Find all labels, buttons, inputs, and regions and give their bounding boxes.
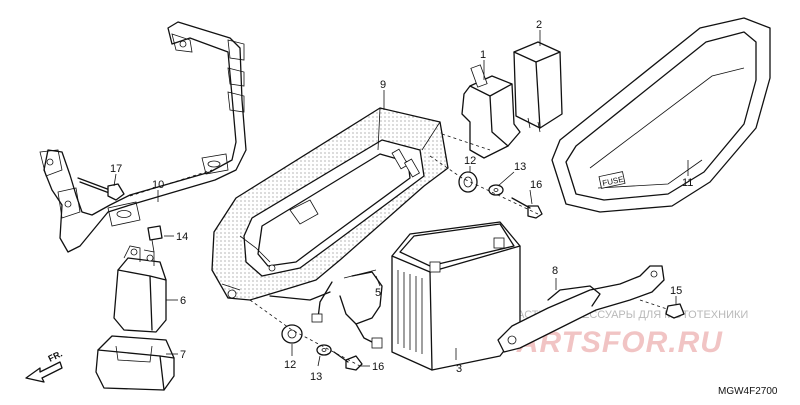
part-12-grommet-upper bbox=[458, 171, 478, 193]
assembly-lines bbox=[129, 133, 677, 367]
callout-13-lower: 13 bbox=[310, 371, 322, 383]
part-13-washer-upper bbox=[488, 184, 504, 196]
callout-7: 7 bbox=[180, 349, 186, 361]
callout-12-upper: 12 bbox=[464, 155, 476, 167]
part-3-battery bbox=[391, 221, 521, 371]
callout-2: 2 bbox=[536, 19, 542, 31]
callout-14: 14 bbox=[176, 231, 188, 243]
part-10-bracket bbox=[39, 21, 247, 253]
front-arrow: FR. bbox=[25, 348, 64, 383]
part-9-fuse-box bbox=[211, 107, 449, 301]
front-arrow-label: FR. bbox=[46, 348, 63, 363]
part-15-bolt bbox=[665, 303, 685, 319]
part-14-screw bbox=[147, 225, 163, 253]
callout-15: 15 bbox=[670, 285, 682, 297]
diagram-code: MGW4F2700 bbox=[718, 386, 778, 397]
part-8-battery-stay bbox=[497, 265, 665, 353]
callout-17: 17 bbox=[110, 163, 122, 175]
part-2-relay bbox=[513, 41, 563, 133]
callout-8: 8 bbox=[552, 265, 558, 277]
callout-10: 10 bbox=[152, 179, 164, 191]
callout-1: 1 bbox=[480, 49, 486, 61]
callout-3: 3 bbox=[456, 363, 462, 375]
callout-16-upper: 16 bbox=[530, 179, 542, 191]
part-16-bolt-upper bbox=[511, 197, 543, 219]
leader-lines bbox=[113, 30, 689, 367]
callout-12-lower: 12 bbox=[284, 359, 296, 371]
callout-13-upper: 13 bbox=[514, 161, 526, 173]
callout-6: 6 bbox=[180, 295, 186, 307]
callout-5: 5 bbox=[375, 287, 381, 299]
part-number-callouts: 1 2 3 5 6 7 8 9 10 11 12 12 13 13 14 15 … bbox=[110, 19, 693, 383]
part-13-washer-lower bbox=[316, 344, 332, 356]
part-1-relay bbox=[461, 64, 521, 159]
callout-11: 11 bbox=[682, 177, 693, 189]
fuse-label-text: FUSE bbox=[602, 175, 625, 188]
part-5-cables bbox=[269, 271, 383, 349]
part-7-relay-cover bbox=[95, 335, 175, 391]
callout-9: 9 bbox=[380, 79, 386, 91]
part-12-grommet-lower bbox=[281, 324, 303, 344]
part-6-starter-relay bbox=[113, 245, 167, 333]
part-17-bolt bbox=[77, 177, 125, 201]
callout-16-lower: 16 bbox=[372, 361, 384, 373]
part-11-fuse-cover: FUSE bbox=[551, 17, 771, 213]
